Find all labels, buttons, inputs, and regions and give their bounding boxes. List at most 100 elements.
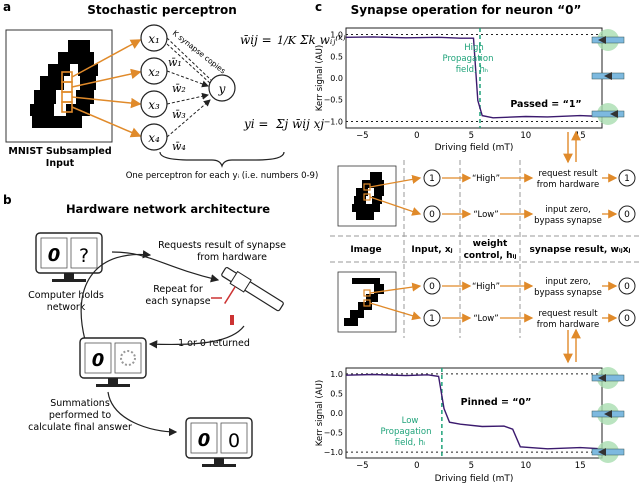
row2b-control: “Low” bbox=[473, 314, 498, 324]
screen-top-digit: 0 bbox=[48, 245, 61, 266]
y-tick-label: 0.5 bbox=[330, 52, 343, 61]
panel-c-letter: c bbox=[315, 0, 322, 14]
eq-w-sum: Σk wᵢⱼ⁽ᵏ⁾ bbox=[299, 33, 346, 47]
y-tick-label: −0.5 bbox=[324, 96, 343, 105]
summation-arrow bbox=[107, 391, 178, 437]
output-node bbox=[208, 74, 236, 102]
row2b-result-1: request result bbox=[538, 309, 598, 319]
y-tick-label: 0.0 bbox=[330, 409, 343, 418]
table-row-2b: 1 “Low” request result from hardware 0 bbox=[423, 309, 636, 330]
bottom-field-label-3: field, hₗ bbox=[395, 438, 426, 448]
row1a-result-1: request result bbox=[538, 169, 598, 179]
repeat-label-1: Repeat for bbox=[153, 284, 203, 295]
table-image-row2 bbox=[337, 271, 397, 333]
summation-label-3: calculate final answer bbox=[28, 422, 132, 433]
return-arrow bbox=[148, 325, 245, 349]
mnist-input-image bbox=[5, 29, 113, 143]
x-tick-label: 10 bbox=[520, 461, 531, 471]
returned-label: 1 or 0 returned bbox=[178, 338, 250, 349]
bottom-field-label-2: Propagation bbox=[381, 427, 432, 437]
panel-c-title: Synapse operation for neuron “0” bbox=[351, 3, 582, 17]
computer-middle bbox=[79, 337, 147, 387]
eq-w-frac: 1/K bbox=[277, 34, 297, 47]
computer-top bbox=[35, 232, 103, 282]
screen-middle-digit: 0 bbox=[92, 350, 105, 371]
panel-a-title: Stochastic perceptron bbox=[87, 3, 237, 17]
row2b-out: 0 bbox=[624, 314, 630, 324]
eq-w-lhs: w̄ij = bbox=[240, 33, 272, 47]
eq-y-sum: Σj w̄ij xj bbox=[275, 117, 324, 131]
summation-label-1: Summations bbox=[50, 398, 110, 409]
table-row-1b: 0 “Low” input zero, bypass synapse 0 bbox=[423, 205, 636, 226]
top-ylabel: Kerr signal (AU) bbox=[315, 45, 325, 111]
panel-b-title: Hardware network architecture bbox=[66, 202, 270, 216]
row1b-control: “Low” bbox=[473, 210, 498, 220]
row2b-result-2: from hardware bbox=[537, 320, 600, 330]
x-tick-label: 0 bbox=[414, 461, 419, 471]
x-tick-label: −5 bbox=[356, 131, 369, 141]
y-tick-label: 1.0 bbox=[330, 31, 343, 40]
panel-a-letter: a bbox=[3, 0, 11, 14]
computer-final bbox=[185, 417, 253, 467]
weight-w3: w̄₃ bbox=[172, 108, 186, 121]
x-tick-label: 15 bbox=[575, 461, 586, 471]
hardware-device bbox=[211, 267, 284, 325]
request-arrow bbox=[111, 251, 220, 283]
row2a-input: 0 bbox=[429, 282, 435, 292]
bottom-xlabel: Driving field (mT) bbox=[435, 474, 514, 484]
input-nodes: x₁ x₂ x₃ x₄ bbox=[140, 24, 168, 151]
top-field-label-2: Propagation bbox=[443, 54, 494, 64]
header-input: Input, xⱼ bbox=[411, 245, 452, 255]
eq-y-lhs: yi = bbox=[243, 117, 269, 131]
input-x2: x₂ bbox=[148, 65, 160, 79]
header-weight-1: weight bbox=[473, 239, 508, 249]
top-field-label-3: field, hₕ bbox=[456, 65, 489, 75]
kerr-signal-line bbox=[345, 36, 603, 119]
top-result: Passed = “1” bbox=[510, 99, 581, 110]
x-tick-label: 5 bbox=[469, 131, 474, 141]
bottom-field-label-1: Low bbox=[402, 416, 419, 426]
device-icons-top bbox=[591, 29, 625, 125]
x-tick-label: 10 bbox=[520, 131, 531, 141]
table-dividers bbox=[330, 160, 640, 338]
row2a-result-1: input zero, bbox=[545, 277, 590, 287]
mnist-caption-1: MNIST Subsampled bbox=[8, 146, 111, 157]
header-synapse: synapse result, wᵢⱼxⱼ bbox=[529, 245, 630, 255]
row2a-control: “High” bbox=[472, 282, 500, 292]
input-x4: x₄ bbox=[148, 131, 160, 145]
header-image: Image bbox=[350, 245, 381, 255]
row1a-out: 1 bbox=[624, 174, 630, 184]
table-image-row1 bbox=[337, 165, 397, 227]
computer-label-1: Computer holds bbox=[28, 290, 104, 301]
panel-b-letter: b bbox=[3, 193, 12, 207]
bottom-ylabel: Kerr signal (AU) bbox=[315, 380, 325, 446]
weight-w2: w̄₂ bbox=[172, 82, 186, 95]
row1a-result-2: from hardware bbox=[537, 180, 600, 190]
table-row-1a: 1 “High” request result from hardware 1 bbox=[423, 169, 636, 190]
x-tick-label: 5 bbox=[469, 461, 474, 471]
device-icons-bottom bbox=[591, 367, 625, 463]
y-tick-label: 1.0 bbox=[330, 370, 343, 379]
table-row-2a: 0 “High” input zero, bypass synapse 0 bbox=[423, 277, 636, 298]
y-tick-label: 0.0 bbox=[330, 74, 343, 83]
computer-label-2: network bbox=[47, 302, 86, 313]
y-tick-label: −0.5 bbox=[324, 429, 343, 438]
row1b-input: 0 bbox=[429, 210, 435, 220]
y-tick-label: 0.5 bbox=[330, 389, 343, 398]
x-tick-label: 0 bbox=[414, 131, 419, 141]
row2a-result-2: bypass synapse bbox=[534, 288, 602, 298]
loading-spinner-icon bbox=[120, 350, 136, 366]
row2a-out: 0 bbox=[624, 282, 630, 292]
final-digit-image: 0 bbox=[198, 430, 211, 451]
top-xlabel: Driving field (mT) bbox=[435, 143, 514, 153]
header-weight-2: control, hᵢⱼ bbox=[464, 251, 517, 261]
weight-w4: w̄₄ bbox=[172, 140, 186, 153]
final-digit-answer: 0 bbox=[228, 430, 240, 452]
row1a-control: “High” bbox=[472, 174, 500, 184]
requests-label-2: from hardware bbox=[197, 252, 267, 263]
top-field-label-1: High bbox=[464, 43, 484, 53]
brace-label: One perceptron for each yᵢ (i.e. numbers… bbox=[126, 171, 319, 181]
weight-w1: w̄₁ bbox=[168, 56, 182, 69]
